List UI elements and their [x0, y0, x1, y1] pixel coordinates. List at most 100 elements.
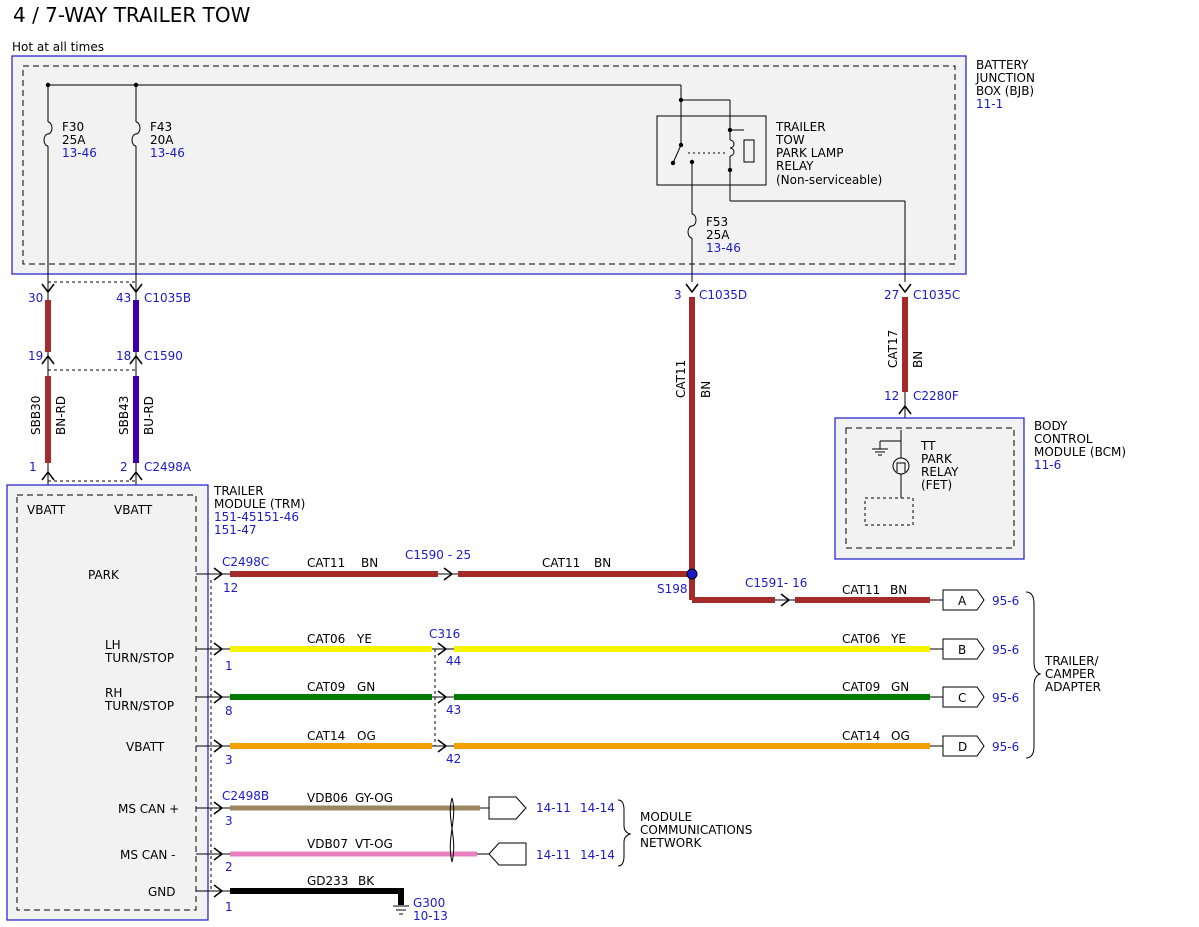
adapter-pin-a: A — [958, 594, 967, 608]
adapter-pin-c-icon — [942, 686, 985, 708]
trm-pin-park: PARK — [88, 568, 120, 582]
trm-pin-lh-2: TURN/STOP — [104, 651, 174, 665]
fuse-f53-id: F53 — [706, 215, 728, 229]
ground-g300-ref: 10-13 — [413, 909, 448, 923]
adapter-name-2: ADAPTER — [1045, 680, 1101, 694]
pin-12: 12 — [884, 389, 899, 403]
circuit-vdb07: VDB07 — [307, 837, 348, 851]
circuit-gd233: GD233 — [307, 874, 348, 888]
connector-c1035d: C1035D — [699, 288, 747, 302]
wire-gd233 — [230, 888, 404, 905]
feed-arrows — [41, 283, 143, 481]
connector-c2280f: C2280F — [913, 389, 959, 403]
connector-c2498b: C2498B — [222, 789, 269, 803]
connector-c316: C316 — [429, 627, 460, 641]
adapter-pin-d-icon — [942, 735, 985, 757]
color-bn-b: BN — [594, 556, 611, 570]
adapter-brace-icon — [1025, 591, 1042, 759]
network-name-2: NETWORK — [640, 836, 703, 850]
color-bn-c: BN — [890, 583, 907, 597]
pin-can-p: 3 — [225, 814, 233, 828]
bcm-relay-1: PARK — [921, 452, 953, 466]
network-ref-1b: 14-14 — [580, 801, 615, 815]
connector-c2498c: C2498C — [222, 555, 269, 569]
circuit-cat09-b: CAT09 — [842, 680, 880, 694]
pin-vb2: 42 — [446, 752, 461, 766]
relay-label-4: (Non-serviceable) — [776, 173, 882, 187]
bjb-box — [11, 55, 967, 275]
adapter-connectors — [488, 589, 985, 866]
color-gyog: GY-OG — [355, 791, 393, 805]
fuse-f30-rating: 25A — [62, 133, 86, 147]
bcm-name-0: BODY — [1034, 419, 1068, 433]
adapter-name-1: CAMPER — [1045, 667, 1095, 681]
fuse-f43-id: F43 — [150, 120, 172, 134]
trm-pin-vbatt-2: VBATT — [114, 503, 153, 517]
pin-18: 18 — [116, 349, 131, 363]
circuit-cat14-a: CAT14 — [307, 729, 345, 743]
connector-c1590-25: C1590 - 25 — [405, 548, 471, 562]
network-ref-2a: 14-11 — [536, 848, 571, 862]
trm-ref-0: 151-45151-46 — [214, 510, 299, 524]
page-title: 4 / 7-WAY TRAILER TOW — [13, 3, 251, 27]
pin-can-m: 2 — [225, 860, 233, 874]
circuit-cat17: CAT17 — [886, 330, 900, 368]
fuse-f43-ref: 13-46 — [150, 146, 185, 160]
color-gn-a: GN — [357, 680, 375, 694]
trm-name-0: TRAILER — [213, 484, 264, 498]
network-name-0: MODULE — [640, 810, 692, 824]
bjb-name-1: JUNCTION — [975, 71, 1035, 85]
fuse-f43-icon — [131, 121, 141, 147]
circuit-cat11-b: CAT11 — [542, 556, 580, 570]
bcm-relay-0: TT — [920, 439, 936, 453]
relay-coil-icon — [729, 139, 735, 157]
color-gn-b: GN — [891, 680, 909, 694]
bcm-name-1: CONTROL — [1034, 432, 1093, 446]
relay-diode-icon — [743, 139, 755, 163]
bcm-relay-3: (FET) — [921, 478, 952, 492]
bcm-relay-2: RELAY — [921, 465, 959, 479]
connector-c1591-16: C1591- 16 — [745, 576, 807, 590]
connector-c1035b: C1035B — [144, 291, 191, 305]
bjb-ref: 11-1 — [976, 97, 1003, 111]
adapter-pin-d: D — [958, 740, 967, 754]
park-feed-wires — [685, 283, 912, 600]
circuit-vdb06: VDB06 — [307, 791, 348, 805]
fuse-f53-icon — [687, 213, 697, 239]
bjb-name-2: BOX (BJB) — [976, 84, 1034, 98]
trm-pin-can-plus: MS CAN + — [118, 802, 179, 816]
adapter-name-0: TRAILER/ — [1044, 654, 1100, 668]
color-bk: BK — [358, 874, 375, 888]
connector-c2498a: C2498A — [144, 460, 192, 474]
pin-27: 27 — [884, 288, 899, 302]
pin-lh2: 44 — [446, 654, 461, 668]
trm-pin-rh: RH — [105, 686, 122, 700]
pin-43: 43 — [116, 291, 131, 305]
ground-g300: G300 — [413, 896, 445, 910]
pin-rh: 8 — [225, 704, 233, 718]
color-bn-a: BN — [361, 556, 378, 570]
color-burd: BU-RD — [142, 396, 156, 435]
color-bn-v: BN — [699, 381, 713, 398]
circuit-sbb30: SBB30 — [29, 396, 43, 435]
trm-ref-1: 151-47 — [214, 523, 257, 537]
adapter-ref-c: 95-6 — [992, 691, 1019, 705]
color-og-b: OG — [891, 729, 910, 743]
splice-s198-icon — [686, 568, 698, 580]
color-bnrd: BN-RD — [54, 396, 68, 435]
adapter-ref-d: 95-6 — [992, 740, 1019, 754]
adapter-pin-c: C — [958, 691, 966, 705]
trm-pin-lh: LH — [105, 638, 121, 652]
ground-g300-icon — [393, 905, 409, 915]
trm-pin-vbatt-1: VBATT — [27, 503, 66, 517]
fuse-f43-rating: 20A — [150, 133, 174, 147]
bcm-name-2: MODULE (BCM) — [1034, 445, 1126, 459]
network-ref-2b: 14-14 — [580, 848, 615, 862]
bcm-ref: 11-6 — [1034, 458, 1061, 472]
output-wires — [196, 571, 943, 905]
bjb-bus — [43, 84, 906, 282]
bjb-dots — [45, 82, 733, 173]
circuit-cat06-b: CAT06 — [842, 632, 880, 646]
relay-switch-icon — [672, 144, 682, 164]
